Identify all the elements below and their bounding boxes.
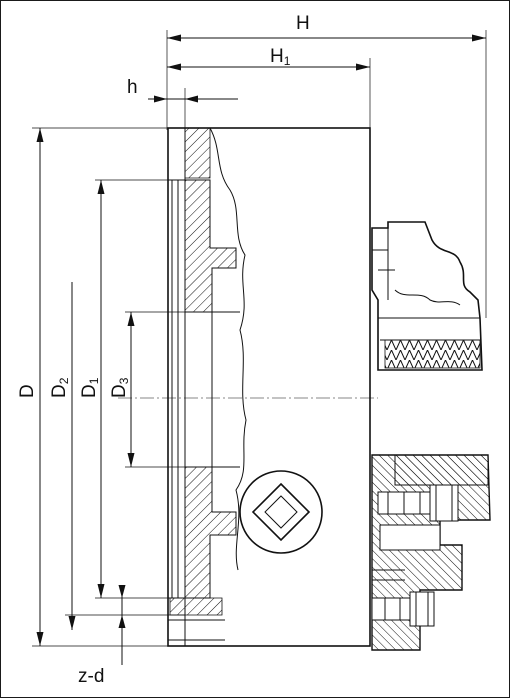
label-D: D — [17, 384, 38, 398]
label-H: H — [296, 13, 310, 34]
dimension-H: H — [166, 13, 487, 318]
label-D2: D2 — [49, 377, 71, 398]
lower-jaw — [371, 454, 491, 651]
chuck-body — [167, 127, 371, 647]
dimension-h: h — [127, 77, 238, 178]
label-zd: z-d — [78, 666, 104, 687]
label-h: h — [127, 77, 138, 98]
dimension-D2: D2 — [49, 282, 76, 630]
dimension-D3: D3 — [109, 312, 135, 467]
dimension-H1: H1 — [167, 46, 371, 130]
label-D3: D3 — [109, 377, 131, 398]
dimension-zd: z-d — [78, 585, 126, 687]
upper-jaw — [371, 221, 483, 371]
dimension-D1: D1 — [79, 180, 105, 598]
label-H1: H1 — [270, 46, 291, 68]
dimension-D: D — [17, 128, 44, 646]
label-D1: D1 — [79, 377, 101, 398]
key-socket — [239, 470, 323, 554]
